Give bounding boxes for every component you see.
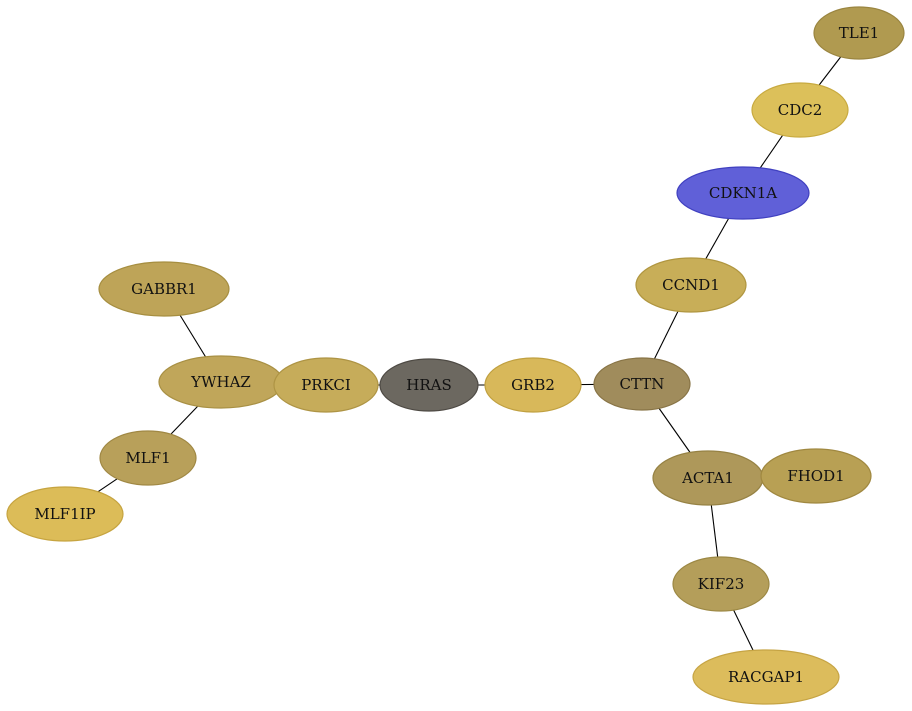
node-label: CTTN [620,375,665,393]
node-shape [484,357,582,413]
node-cdkn1a[interactable]: CDKN1A [676,166,810,220]
node-ywhaz[interactable]: YWHAZ [158,355,284,409]
node-label: CCND1 [662,276,720,294]
node-shape [99,430,197,486]
node-label: CDKN1A [709,184,777,202]
node-shape [751,82,849,138]
node-hras[interactable]: HRAS [379,358,479,412]
node-mlf1[interactable]: MLF1 [99,430,197,486]
node-label: CDC2 [778,101,823,119]
node-label: ACTA1 [681,469,734,487]
node-shape [635,257,747,313]
node-label: HRAS [406,376,451,394]
node-label: FHOD1 [787,467,844,485]
node-cdc2[interactable]: CDC2 [751,82,849,138]
node-shape [379,358,479,412]
node-shape [6,486,124,542]
node-label: RACGAP1 [728,668,804,686]
node-label: TLE1 [839,24,879,42]
node-label: KIF23 [698,575,745,593]
node-label: YWHAZ [190,373,251,391]
node-prkci[interactable]: PRKCI [273,357,379,413]
node-racgap1[interactable]: RACGAP1 [692,649,840,705]
node-shape [672,556,770,612]
node-grb2[interactable]: GRB2 [484,357,582,413]
node-gabbr1[interactable]: GABBR1 [98,261,230,317]
node-shape [273,357,379,413]
node-label: MLF1IP [34,505,95,523]
node-cttn[interactable]: CTTN [593,357,691,411]
node-tle1[interactable]: TLE1 [813,6,905,60]
node-shape [593,357,691,411]
node-mlf1ip[interactable]: MLF1IP [6,486,124,542]
node-label: MLF1 [125,449,170,467]
node-label: PRKCI [301,376,351,394]
node-kif23[interactable]: KIF23 [672,556,770,612]
node-fhod1[interactable]: FHOD1 [760,448,872,504]
node-shape [692,649,840,705]
node-shape [760,448,872,504]
node-shape [98,261,230,317]
node-shape [813,6,905,60]
node-ccnd1[interactable]: CCND1 [635,257,747,313]
node-shape [676,166,810,220]
node-label: GRB2 [511,376,555,394]
node-acta1[interactable]: ACTA1 [652,450,764,506]
node-label: GABBR1 [131,280,197,298]
